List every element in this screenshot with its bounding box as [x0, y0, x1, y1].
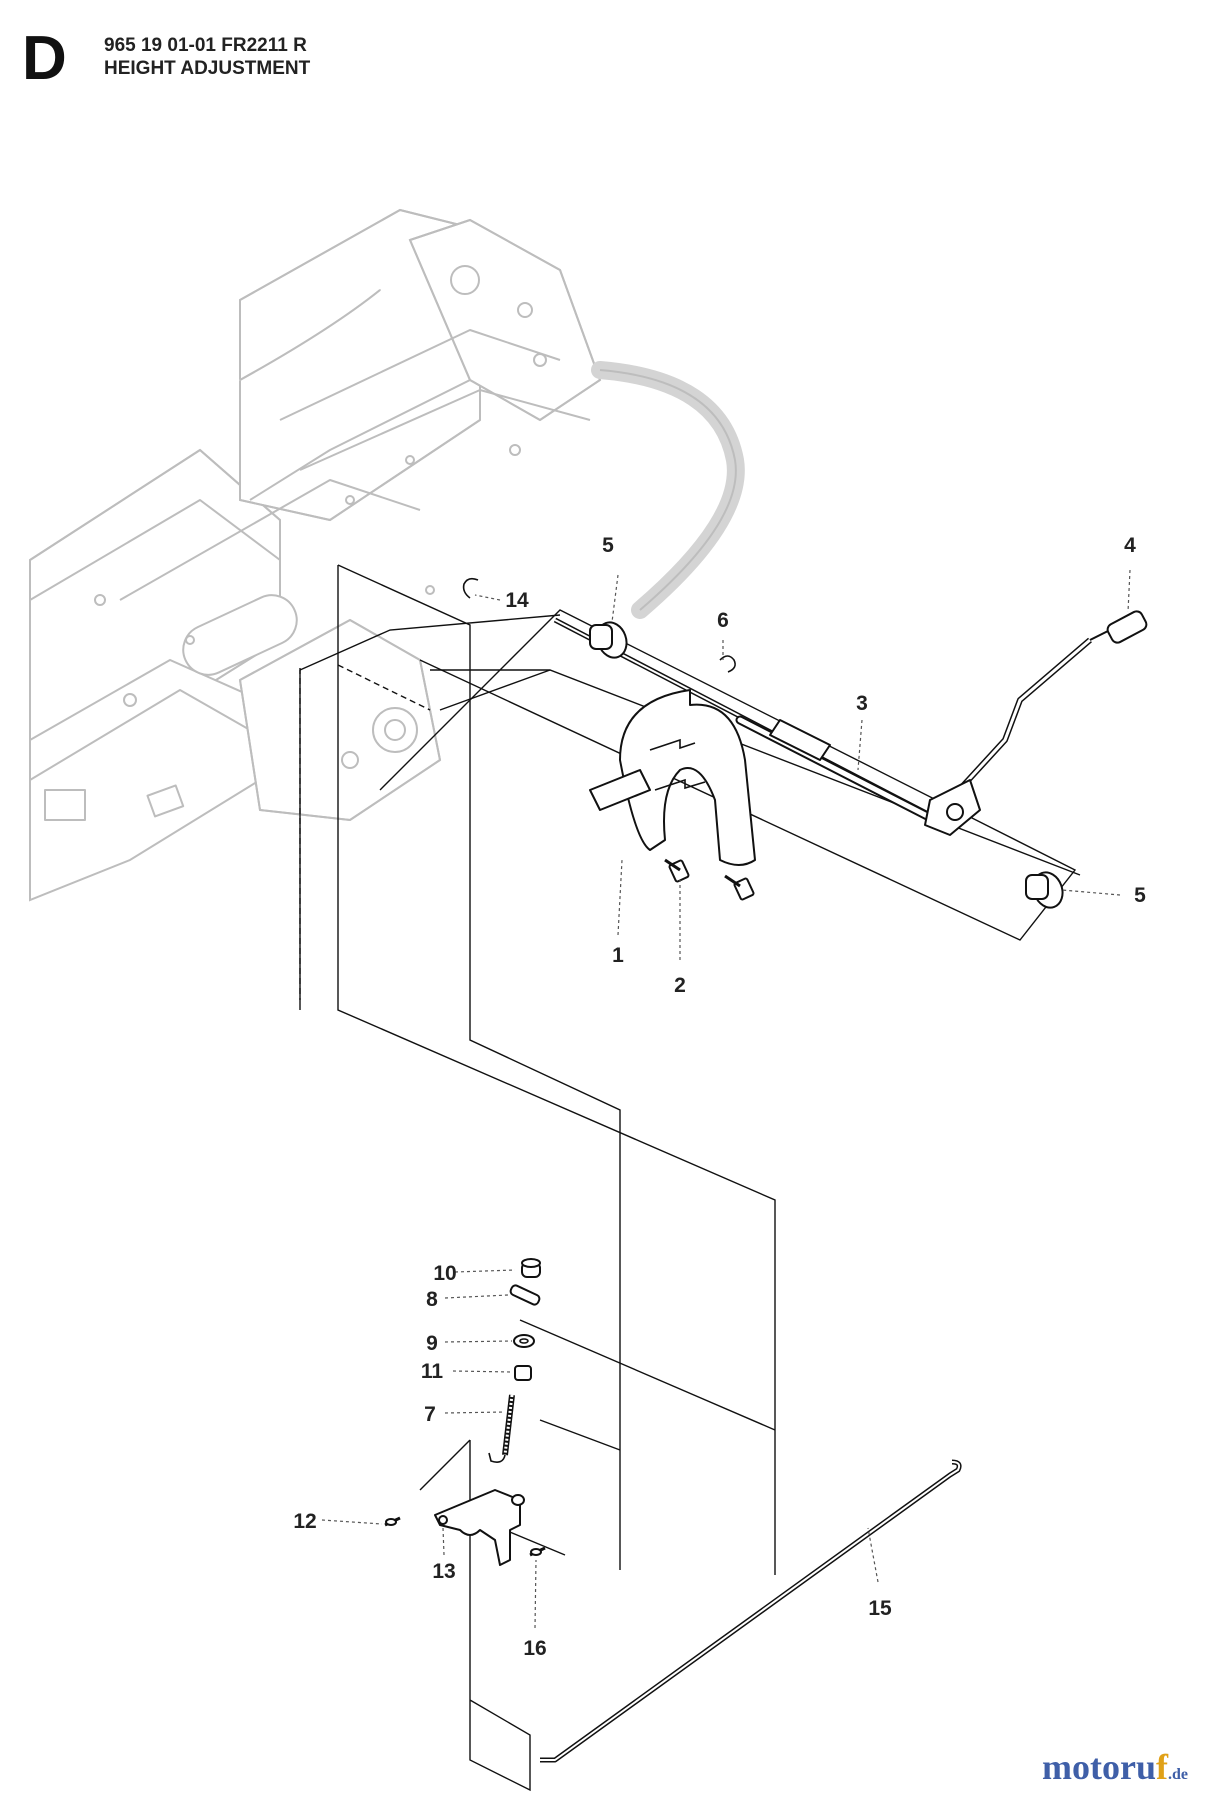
callout-2: 2: [674, 974, 686, 997]
bushing-part-5-top: [589, 621, 628, 659]
washer-part-9: [513, 1334, 535, 1348]
diagram-title: HEIGHT ADJUSTMENT: [104, 58, 311, 79]
callout-5-top: 5: [602, 534, 614, 557]
callout-labels: 5 4 6 3 14 5 1 2 10 8 9 11 7 12 13 16 15: [293, 534, 1146, 1660]
callout-5-right: 5: [1134, 884, 1146, 907]
bolt-part-2: [664, 858, 755, 901]
clip-part-14: [462, 577, 479, 599]
callout-6: 6: [717, 609, 729, 632]
threaded-rod-part-7: [488, 1394, 515, 1463]
callout-11: 11: [421, 1360, 444, 1383]
height-plate-part-1: [589, 689, 756, 866]
section-letter: D: [22, 24, 67, 93]
part-number-line: 965 19 01-01 FR2211 R: [104, 35, 307, 56]
nut-part-11: [514, 1365, 532, 1381]
bracket-part-13: [434, 1489, 525, 1566]
callout-16: 16: [523, 1637, 546, 1660]
callout-1: 1: [612, 944, 624, 967]
link-rod-part-15: [540, 1459, 962, 1763]
callout-3: 3: [856, 692, 868, 715]
clip-part-6: [719, 655, 736, 673]
callout-12: 12: [293, 1510, 316, 1533]
bushing-part-5-right: [1025, 871, 1064, 909]
nut-part-10: [521, 1258, 541, 1278]
chassis-frame: [29, 208, 745, 902]
callout-10: 10: [433, 1262, 456, 1285]
pin-part-8: [509, 1284, 541, 1306]
lever-handle-part-4: [924, 610, 1148, 836]
callout-4: 4: [1124, 534, 1136, 557]
callout-7: 7: [424, 1403, 436, 1426]
screw-part-16: [529, 1546, 546, 1557]
callout-13: 13: [432, 1560, 455, 1583]
callout-leaders: [321, 569, 1131, 1629]
screw-part-12: [384, 1516, 401, 1527]
callout-14: 14: [505, 589, 529, 612]
callout-9: 9: [426, 1332, 438, 1355]
header-text: 965 19 01-01 FR2211 R HEIGHT ADJUSTMENT: [104, 34, 504, 80]
callout-15: 15: [868, 1597, 892, 1620]
assembly-lines: [299, 564, 1081, 1792]
callout-8: 8: [426, 1288, 438, 1311]
motoruf-logo: motoruf.de: [1042, 1747, 1188, 1787]
